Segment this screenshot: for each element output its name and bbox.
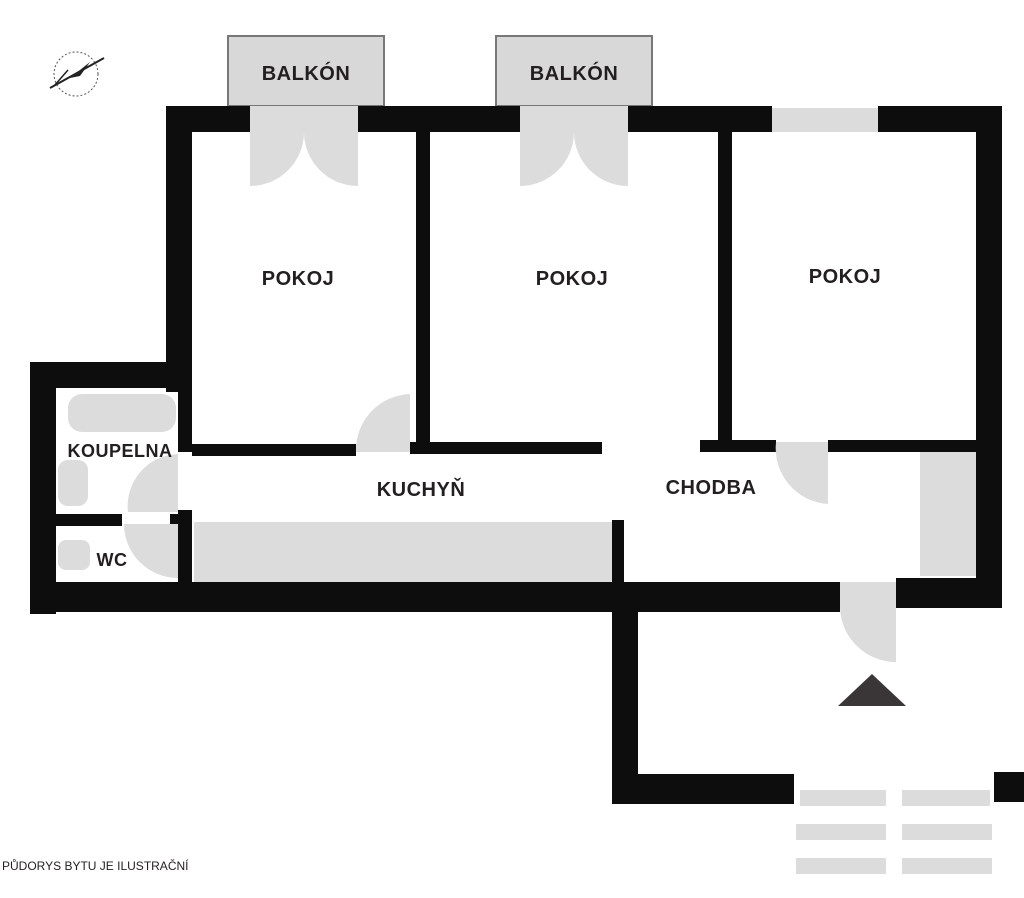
balcony-left: BALKÓN [227,35,385,107]
footnote: PŮDORYS BYTU JE ILUSTRAČNÍ [2,858,189,873]
fixtures [58,108,976,582]
room-left-label: POKOJ [262,268,335,290]
doors [124,106,896,662]
bathroom-label: KOUPELNA [67,441,172,461]
hallway-label: CHODBA [666,477,757,499]
toilet-label: WC [97,550,128,570]
compass-icon [49,51,105,97]
stairs [796,790,992,874]
balcony-right-label: BALKÓN [530,61,619,85]
room-right-label: POKOJ [809,266,882,288]
entrance-arrow-icon [838,674,906,706]
balcony-left-label: BALKÓN [262,61,351,85]
walls [30,106,1024,804]
kitchen-label: KUCHYŇ [377,477,466,501]
room-middle-label: POKOJ [536,268,609,290]
balcony-right: BALKÓN [495,35,653,107]
